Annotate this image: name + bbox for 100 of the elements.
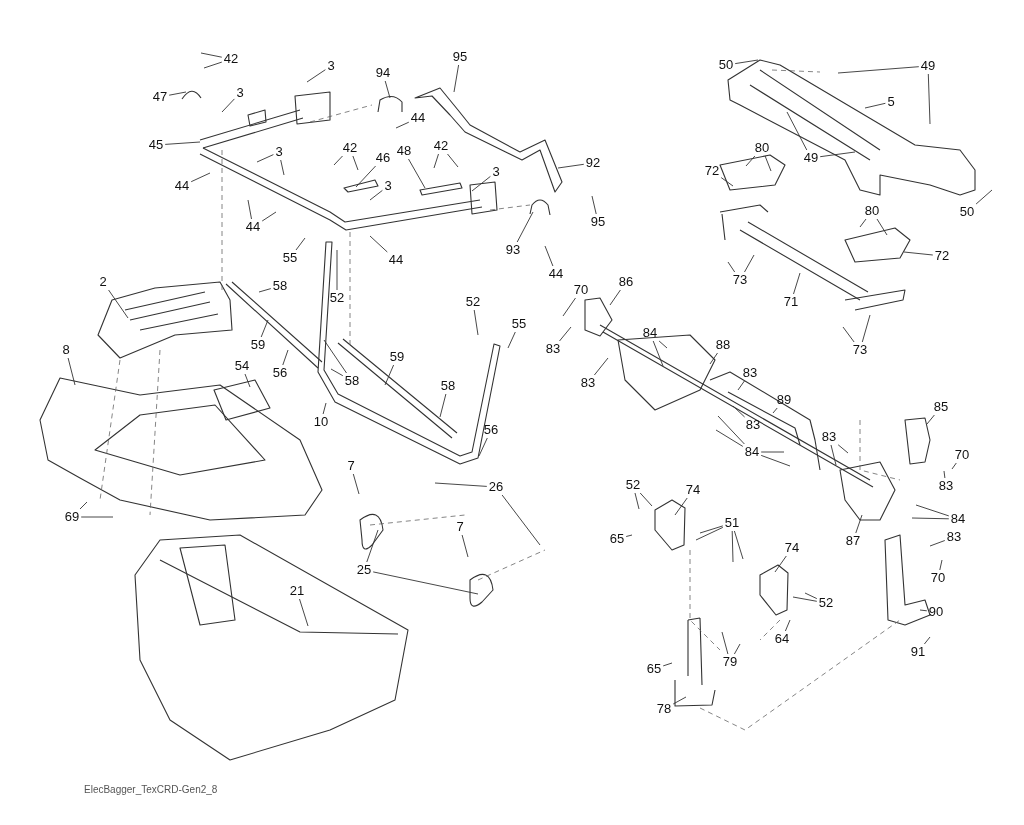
callout-number: 55: [282, 251, 298, 265]
leader-line: [516, 211, 534, 243]
leader-line: [727, 261, 736, 273]
callout-number: 58: [440, 379, 456, 393]
callout-number: 52: [465, 295, 481, 309]
callout-number: 7: [456, 520, 464, 534]
callout-number: 83: [580, 376, 596, 390]
leader-line: [190, 172, 211, 183]
leader-line: [258, 288, 272, 293]
callout-number: 44: [245, 220, 261, 234]
leader-line: [299, 598, 309, 627]
callout-number: 79: [722, 655, 738, 669]
callout-number: 73: [852, 343, 868, 357]
leader-line: [658, 340, 668, 349]
callout-number: 84: [950, 512, 966, 526]
callout-number: 44: [388, 253, 404, 267]
callout-number: 78: [656, 702, 672, 716]
leader-line: [203, 61, 223, 69]
callout-number: 83: [742, 366, 758, 380]
callout-number: 58: [272, 279, 288, 293]
leader-line: [355, 165, 377, 188]
leader-line: [372, 571, 479, 595]
callout-number: 84: [642, 326, 658, 340]
leader-line: [652, 340, 664, 367]
callout-number: 64: [774, 632, 790, 646]
callout-number: 91: [910, 645, 926, 659]
leader-line: [927, 73, 931, 125]
leader-line: [786, 111, 808, 151]
leader-line: [792, 596, 818, 602]
leader-line: [168, 91, 187, 96]
leader-line: [434, 482, 488, 487]
leader-line: [260, 319, 269, 338]
leader-line: [453, 64, 460, 93]
leader-line: [461, 534, 469, 558]
leader-line: [559, 326, 572, 342]
callout-number: 83: [745, 418, 761, 432]
callout-number: 71: [783, 295, 799, 309]
callout-number: 83: [946, 530, 962, 544]
leader-line: [745, 155, 756, 167]
leader-line: [734, 59, 759, 65]
leader-line: [855, 514, 863, 534]
callout-number: 55: [511, 317, 527, 331]
leader-line: [384, 364, 395, 386]
leader-line: [473, 309, 479, 336]
leader-line: [943, 470, 946, 479]
leader-line: [352, 155, 359, 171]
callout-number: 70: [573, 283, 589, 297]
leader-line: [939, 559, 943, 571]
leader-line: [247, 199, 252, 220]
callout-number: 83: [545, 342, 561, 356]
callout-number: 83: [938, 479, 954, 493]
leader-line: [395, 121, 410, 129]
leader-line: [784, 619, 791, 632]
callout-number: 70: [930, 571, 946, 585]
leader-line: [903, 251, 934, 256]
leader-line: [842, 326, 855, 343]
callout-number: 84: [744, 445, 760, 459]
leader-line: [715, 429, 744, 447]
callout-number: 59: [389, 350, 405, 364]
callout-number: 46: [375, 151, 391, 165]
leader-line: [717, 415, 745, 445]
leader-line: [447, 153, 459, 168]
leader-line: [733, 643, 741, 655]
callout-number: 8: [62, 343, 70, 357]
leader-line: [625, 534, 633, 537]
callout-number: 83: [821, 430, 837, 444]
callout-number: 44: [548, 267, 564, 281]
leader-line: [721, 631, 729, 655]
callout-number: 88: [715, 338, 731, 352]
leader-line: [282, 349, 289, 366]
callout-number: 95: [590, 215, 606, 229]
leader-line: [975, 189, 993, 205]
callout-number: 42: [433, 139, 449, 153]
leader-line: [915, 504, 950, 517]
callout-number: 89: [776, 393, 792, 407]
callout-number: 42: [342, 141, 358, 155]
callout-number: 80: [864, 204, 880, 218]
leader-line: [80, 516, 114, 518]
callout-number: 90: [928, 605, 944, 619]
leader-line: [79, 501, 88, 510]
leader-line: [929, 540, 946, 547]
leader-line: [662, 662, 673, 667]
leader-line: [295, 237, 306, 251]
callout-number: 42: [223, 52, 239, 66]
callout-number: 3: [327, 59, 335, 73]
leader-line: [507, 331, 516, 349]
callout-number: 10: [313, 415, 329, 429]
leader-line: [861, 314, 871, 343]
leader-line: [764, 155, 772, 172]
leader-line: [261, 211, 277, 222]
callout-number: 56: [272, 366, 288, 380]
callout-number: 3: [236, 86, 244, 100]
leader-line: [256, 154, 274, 163]
callout-number: 86: [618, 275, 634, 289]
leader-line: [876, 218, 888, 236]
leader-line: [200, 52, 223, 58]
leader-line: [471, 175, 491, 192]
callout-number: 95: [452, 50, 468, 64]
leader-line: [306, 69, 326, 83]
leader-line: [919, 609, 928, 612]
